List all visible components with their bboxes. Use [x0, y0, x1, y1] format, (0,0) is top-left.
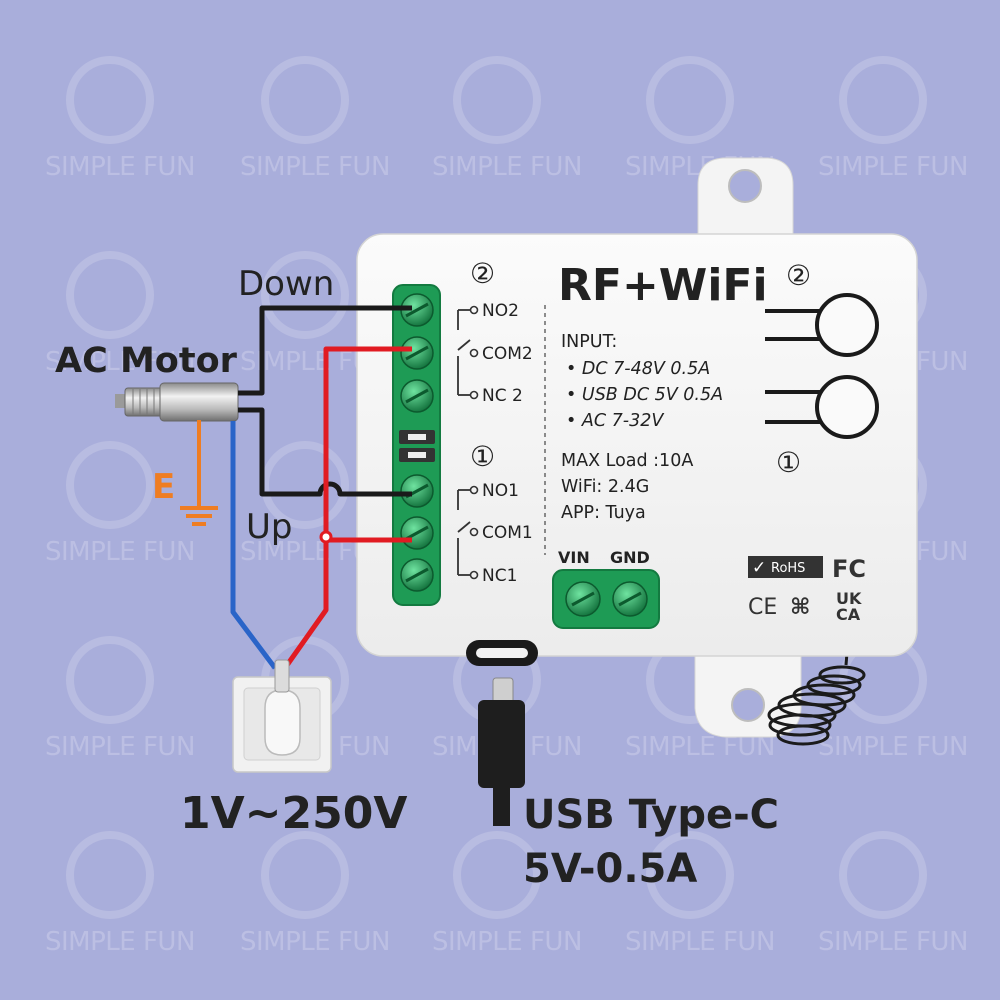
svg-text:RoHS: RoHS: [771, 561, 805, 576]
power-screws: [565, 581, 648, 617]
voltage-label: 1V~250V: [180, 788, 407, 839]
watermark-logo: [66, 441, 154, 529]
svg-text:✓: ✓: [752, 558, 766, 578]
watermark-text: SIMPLE FUN: [818, 927, 968, 957]
relay-terminal-block: [392, 284, 441, 606]
watermark-text: SIMPLE FUN: [45, 152, 195, 182]
antenna-coil: [767, 639, 866, 746]
button-1-label: ①: [776, 446, 801, 479]
terminal-nc2: NC 2: [482, 386, 523, 406]
ac-motor: [115, 382, 239, 422]
ground-symbol: [180, 420, 218, 526]
input-item-usb: • USB DC 5V 0.5A: [566, 385, 723, 405]
input-item-ac: • AC 7-32V: [566, 411, 664, 431]
terminal-nc1: NC1: [482, 566, 517, 586]
fc-mark: FC: [832, 555, 866, 583]
channel-2-label: ②: [470, 257, 495, 290]
input-item-dc: • DC 7-48V 0.5A: [566, 359, 710, 379]
mounting-hole-top: [728, 169, 762, 203]
watermark-logo: [646, 831, 734, 919]
watermark-logo: [261, 251, 349, 339]
wire-blue: [230, 421, 277, 670]
terminal-com2: COM2: [482, 344, 533, 364]
relay-schematic: [457, 309, 471, 576]
watermark-text: SIMPLE FUN: [45, 927, 195, 957]
ce-mark: CE: [748, 595, 777, 620]
usb-cable: [493, 786, 510, 826]
watermark-logo: [646, 56, 734, 144]
watermark-text: SIMPLE FUN: [818, 152, 968, 182]
watermark-logo: [66, 56, 154, 144]
watermark-text: SIMPLE FUN: [45, 732, 195, 762]
terminal-com1: COM1: [482, 523, 533, 543]
gnd-label: GND: [610, 548, 650, 567]
watermark-logo: [66, 251, 154, 339]
watermark-logo: [261, 56, 349, 144]
ukca-mark: UK CA: [836, 589, 867, 624]
mounting-hole-bottom: [731, 688, 765, 722]
watermark-text: SIMPLE FUN: [45, 537, 195, 567]
wire-red: [282, 346, 412, 670]
ic-mark: ⌘: [790, 595, 810, 620]
watermark-text: SIMPLE FUN: [45, 347, 195, 377]
button-2-label: ②: [786, 259, 811, 292]
device-title: RF+WiFi: [558, 260, 768, 311]
watermark-logo: [453, 56, 541, 144]
watermark-logo: [66, 636, 154, 724]
channel-1-label: ①: [470, 440, 495, 473]
watermark-text: SIMPLE FUN: [432, 152, 582, 182]
app-spec: APP: Tuya: [561, 503, 646, 523]
usb-label: USB Type-C: [523, 792, 779, 838]
watermark-logo: [261, 831, 349, 919]
button-1[interactable]: [765, 375, 879, 439]
vin-label: VIN: [558, 548, 590, 567]
max-load: MAX Load :10A: [561, 451, 693, 471]
wifi-spec: WiFi: 2.4G: [561, 477, 649, 497]
rohs-mark: ✓ RoHS: [748, 556, 823, 578]
watermark-text: SIMPLE FUN: [240, 927, 390, 957]
terminal-no1: NO1: [482, 481, 519, 501]
watermark-logo: [453, 831, 541, 919]
watermark-text: SIMPLE FUN: [240, 152, 390, 182]
motor-label: AC Motor: [55, 341, 238, 381]
input-heading: INPUT:: [561, 332, 617, 352]
down-label: Down: [238, 264, 334, 304]
wall-socket: [232, 659, 332, 773]
watermark-logo: [839, 56, 927, 144]
button-2[interactable]: [765, 293, 879, 357]
terminal-no2: NO2: [482, 301, 519, 321]
watermark-text: SIMPLE FUN: [625, 927, 775, 957]
watermark-text: SIMPLE FUN: [818, 732, 968, 762]
watermark-logo: [839, 831, 927, 919]
ground-label: E: [152, 467, 175, 507]
usb-power-label: 5V-0.5A: [523, 846, 697, 892]
up-label: Up: [246, 507, 292, 547]
watermark-text: SIMPLE FUN: [432, 927, 582, 957]
usb-cable-head: [478, 700, 525, 788]
watermark-logo: [261, 441, 349, 529]
watermark-logo: [66, 831, 154, 919]
